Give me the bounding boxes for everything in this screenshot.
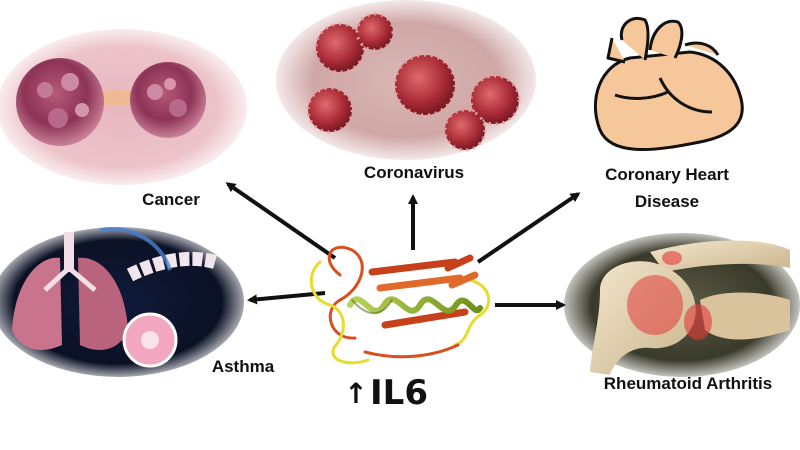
cancer-label: Cancer [142,190,200,209]
arrow-to-cancer [225,182,337,260]
lungs-image [0,227,244,377]
cancer-image [0,29,247,185]
coronavirus-label: Coronavirus [364,163,464,182]
heart-icon [593,16,744,152]
arthritis-label: Rheumatoid Arthritis [604,374,772,393]
heart-label-line1: Coronary Heart [605,165,729,184]
virus-particle [306,12,521,152]
arrow-to-asthma [247,291,326,305]
asthma-label: Asthma [212,357,275,376]
heart-label-line2: Disease [635,192,699,211]
shoulder-joint-image [564,233,800,377]
il6-label: IL6 [370,373,428,413]
arrows [225,182,581,310]
arrow-to-heart [476,192,581,264]
il6-up-arrow-icon: ↑ [344,377,367,410]
il6-protein-structure [309,245,491,365]
coronavirus-image [276,0,536,160]
